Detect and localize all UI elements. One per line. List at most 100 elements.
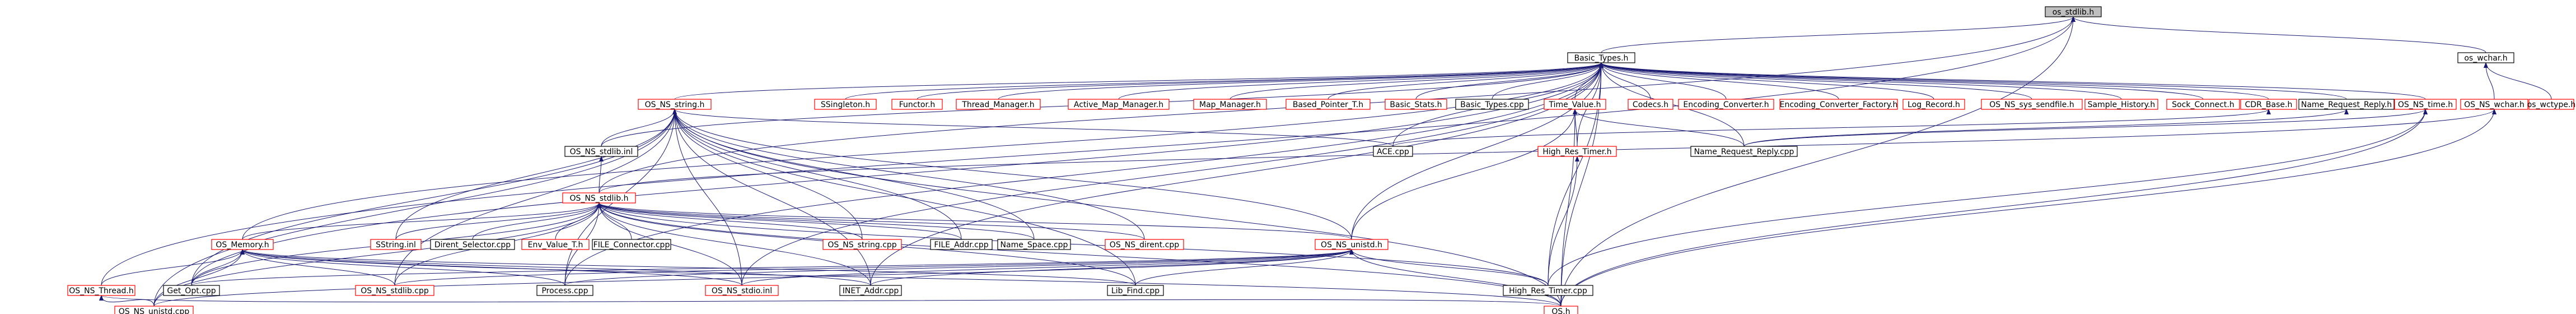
node-box — [370, 239, 422, 250]
node-box — [1068, 99, 1170, 110]
node-label: Name_Request_Reply.cpp — [1694, 147, 1794, 156]
dependency-edge — [597, 202, 962, 240]
node-os-memory-h[interactable]: OS_Memory.h — [211, 239, 274, 250]
node-basic-types-cpp[interactable]: Basic_Types.cpp — [1455, 99, 1529, 110]
node-os-ns-stdio-inl[interactable]: OS_NS_stdio.inl — [705, 285, 779, 296]
dependency-edge — [1351, 62, 1603, 240]
node-os-ns-thread-h[interactable]: OS_NS_Thread.h — [67, 285, 135, 296]
node-box — [1285, 99, 1371, 110]
node-file-addr-cpp[interactable]: FILE_Addr.cpp — [930, 239, 993, 250]
node-name-space-cpp[interactable]: Name_Space.cpp — [997, 239, 1071, 250]
node-get-opt-cpp[interactable]: Get_Opt.cpp — [163, 285, 220, 296]
dependency-edge — [1743, 109, 2349, 147]
node-name-request-reply-cpp[interactable]: Name_Request_Reply.cpp — [1690, 146, 1798, 157]
node-active-map-manager-h[interactable]: Active_Map_Manager.h — [1068, 99, 1170, 110]
dependency-edge — [597, 202, 1549, 286]
node-lib-find-cpp[interactable]: Lib_Find.cpp — [1107, 285, 1164, 296]
node-ace-cpp[interactable]: ACE.cpp — [1373, 146, 1413, 157]
dependency-edge — [1599, 62, 2347, 100]
dependency-edge — [1135, 249, 1354, 286]
node-os-wchar-h[interactable]: os_wchar.h — [2457, 52, 2514, 63]
node-os-ns-dirent-cpp[interactable]: OS_NS_dirent.cpp — [1105, 239, 1184, 250]
node-box — [211, 239, 274, 250]
node-box — [1678, 99, 1774, 110]
node-os-ns-stdlib-inl[interactable]: OS_NS_stdlib.inl — [564, 146, 638, 157]
node-log-record-h[interactable]: Log_Record.h — [1902, 99, 1965, 110]
dependency-edge — [672, 109, 871, 286]
node-os-ns-string-cpp[interactable]: OS_NS_string.cpp — [822, 239, 902, 250]
node-functor-h[interactable]: Functor.h — [891, 99, 943, 110]
node-ssingleton-h[interactable]: SSingleton.h — [814, 99, 877, 110]
dependency-edge — [153, 109, 677, 307]
dependency-edge — [1349, 249, 1562, 307]
node-env-value-t-h[interactable]: Env_Value_T.h — [521, 239, 590, 250]
node-box — [2528, 99, 2574, 110]
node-os-ns-unistd-cpp[interactable]: OS_NS_unistd.cpp — [114, 306, 194, 314]
node-process-cpp[interactable]: Process.cpp — [536, 285, 593, 296]
dependency-edge — [672, 109, 742, 286]
dependency-edge — [870, 249, 1354, 286]
node-os-ns-time-h[interactable]: OS_NS_time.h — [2394, 99, 2457, 110]
node-codecs-h[interactable]: Codecs.h — [1628, 99, 1673, 110]
dependency-edge — [2484, 62, 2495, 100]
dependency-edge — [674, 62, 1603, 100]
edge-layer — [99, 16, 2552, 307]
dependency-edge — [1548, 62, 1603, 286]
node-encoding-converter-factory-h[interactable]: Encoding_Converter_Factory.h — [1779, 99, 1898, 110]
dependency-edge — [1599, 62, 1839, 100]
node-sstring-inl[interactable]: SString.inl — [370, 239, 422, 250]
dependency-edge — [597, 202, 632, 240]
dependency-edge — [472, 202, 601, 240]
node-cdr-base-h[interactable]: CDR_Base.h — [2240, 99, 2297, 110]
dependency-edge — [1560, 109, 2428, 307]
node-os-wctype-h[interactable]: os_wctype.h — [2527, 99, 2576, 110]
node-thread-manager-h[interactable]: Thread_Manager.h — [956, 99, 1041, 110]
node-dirent-selector-cpp[interactable]: Dirent_Selector.cpp — [430, 239, 515, 250]
node-sample-history-h[interactable]: Sample_History.h — [2084, 99, 2158, 110]
node-os-ns-stdlib-cpp[interactable]: OS_NS_stdlib.cpp — [355, 285, 434, 296]
dependency-edge — [1599, 62, 2122, 100]
dependency-edge — [597, 202, 1145, 240]
node-file-connector-cpp[interactable]: FILE_Connector.cpp — [592, 239, 671, 250]
node-box — [521, 239, 590, 250]
node-box — [1544, 99, 1606, 110]
dependency-edge — [99, 295, 155, 307]
node-box — [562, 192, 636, 204]
node-based-pointer-t-h[interactable]: Based_Pointer_T.h — [1285, 99, 1371, 110]
node-label: OS.h — [1551, 307, 1570, 314]
dependency-edge — [191, 109, 677, 286]
node-os-stdlib-h[interactable]: os_stdlib.h — [2045, 6, 2102, 17]
node-encoding-converter-h[interactable]: Encoding_Converter.h — [1678, 99, 1774, 110]
node-time-value-h[interactable]: Time_Value.h — [1544, 99, 1606, 110]
dependency-edge — [1327, 62, 1603, 100]
node-box — [1981, 99, 2083, 110]
node-inet-addr-cpp[interactable]: INET_Addr.cpp — [839, 285, 902, 296]
node-label: CDR_Base.h — [2245, 100, 2293, 109]
node-os-ns-string-h[interactable]: OS_NS_string.h — [638, 99, 712, 110]
node-box — [1503, 285, 1593, 296]
node-name-request-reply-h[interactable]: Name_Request_Reply.h — [2298, 99, 2395, 110]
node-os-ns-sys-sendfile-h[interactable]: OS_NS_sys_sendfile.h — [1981, 99, 2083, 110]
node-basic-types-h[interactable]: Basic_Types.h — [1567, 52, 1635, 63]
node-box — [355, 285, 434, 296]
node-os-h[interactable]: OS.h — [1544, 306, 1578, 314]
node-box — [1385, 99, 1447, 110]
node-high-res-timer-cpp[interactable]: High_Res_Timer.cpp — [1503, 285, 1593, 296]
node-sock-connect-h[interactable]: Sock_Connect.h — [2166, 99, 2240, 110]
node-os-ns-stdlib-h[interactable]: OS_NS_stdlib.h — [562, 192, 636, 204]
dependency-edge — [240, 249, 565, 286]
node-high-res-timer-h[interactable]: High_Res_Timer.h — [1537, 146, 1617, 157]
node-box — [1690, 146, 1798, 157]
node-os-ns-unistd-h[interactable]: OS_NS_unistd.h — [1315, 239, 1388, 250]
dependency-edge — [395, 202, 601, 240]
dependency-edge — [597, 202, 871, 286]
node-map-manager-h[interactable]: Map_Manager.h — [1193, 99, 1267, 110]
node-box — [2240, 99, 2297, 110]
dependency-edge — [240, 249, 1136, 286]
node-basic-stats-h[interactable]: Basic_Stats.h — [1385, 99, 1447, 110]
node-label: OS_NS_stdlib.inl — [570, 147, 633, 156]
dependency-edge — [2071, 16, 2486, 53]
node-os-ns-wchar-h[interactable]: OS_NS_wchar.h — [2460, 99, 2528, 110]
dependency-edge — [1548, 156, 1579, 286]
